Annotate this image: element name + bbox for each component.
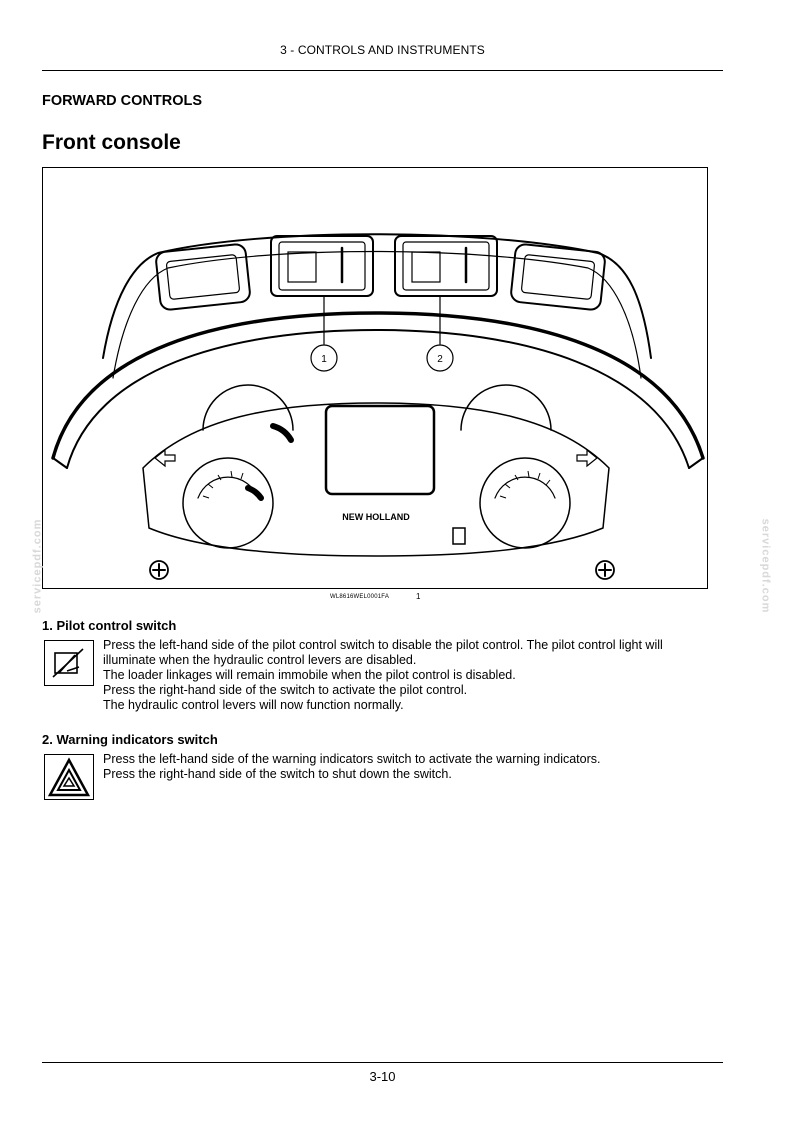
section-title: FORWARD CONTROLS (42, 93, 203, 109)
header-rule (42, 70, 723, 71)
steering-wheel (51, 311, 705, 460)
watermark-left: servicepdf.com (31, 518, 44, 614)
pilot-control-description: Press the left-hand side of the pilot co… (103, 638, 663, 712)
right-screw (595, 560, 615, 580)
chapter-header: 3 - CONTROLS AND INSTRUMENTS (280, 43, 485, 57)
hazard-warning-icon (44, 754, 94, 800)
footer-rule (42, 1062, 723, 1063)
warning-indicators-switch (394, 235, 498, 297)
pilot-control-icon (44, 640, 94, 686)
figure-number: 1 (416, 592, 421, 601)
callout-2-circle (426, 344, 454, 372)
callout-2: 2 (437, 354, 443, 365)
left-screw (149, 560, 169, 580)
left-lower-gauge (182, 457, 274, 549)
right-lower-gauge (479, 457, 571, 549)
right-upper-gauge (460, 384, 552, 431)
callout-1-circle (310, 344, 338, 372)
right-turn-indicator-icon (576, 448, 598, 468)
brand-logo: NEW HOLLAND (342, 512, 410, 522)
left-upper-gauge (202, 384, 294, 431)
instrument-cluster (142, 402, 610, 557)
pilot-control-heading: 1. Pilot control switch (42, 618, 177, 633)
callout-1: 1 (321, 354, 327, 365)
watermark-right: servicepdf.com (759, 518, 772, 614)
left-turn-indicator-icon (154, 448, 176, 468)
front-console-illustration: 1 2 NEW HOLLAND (51, 233, 705, 580)
left-blank-switch (155, 243, 251, 311)
fuel-icon (452, 527, 466, 545)
page-title: Front console (42, 131, 181, 154)
right-blank-switch (510, 243, 606, 311)
console-hood (102, 233, 652, 359)
warning-indicators-description: Press the left-hand side of the warning … (103, 752, 601, 781)
pilot-control-switch (270, 235, 374, 297)
page-number: 3-10 (369, 1069, 396, 1084)
front-console-figure: 1 2 NEW HOLLAND (42, 167, 708, 589)
figure-caption: WL8616WEL0001FA (330, 594, 390, 600)
central-display (324, 404, 436, 496)
warning-indicators-heading: 2. Warning indicators switch (42, 732, 218, 747)
